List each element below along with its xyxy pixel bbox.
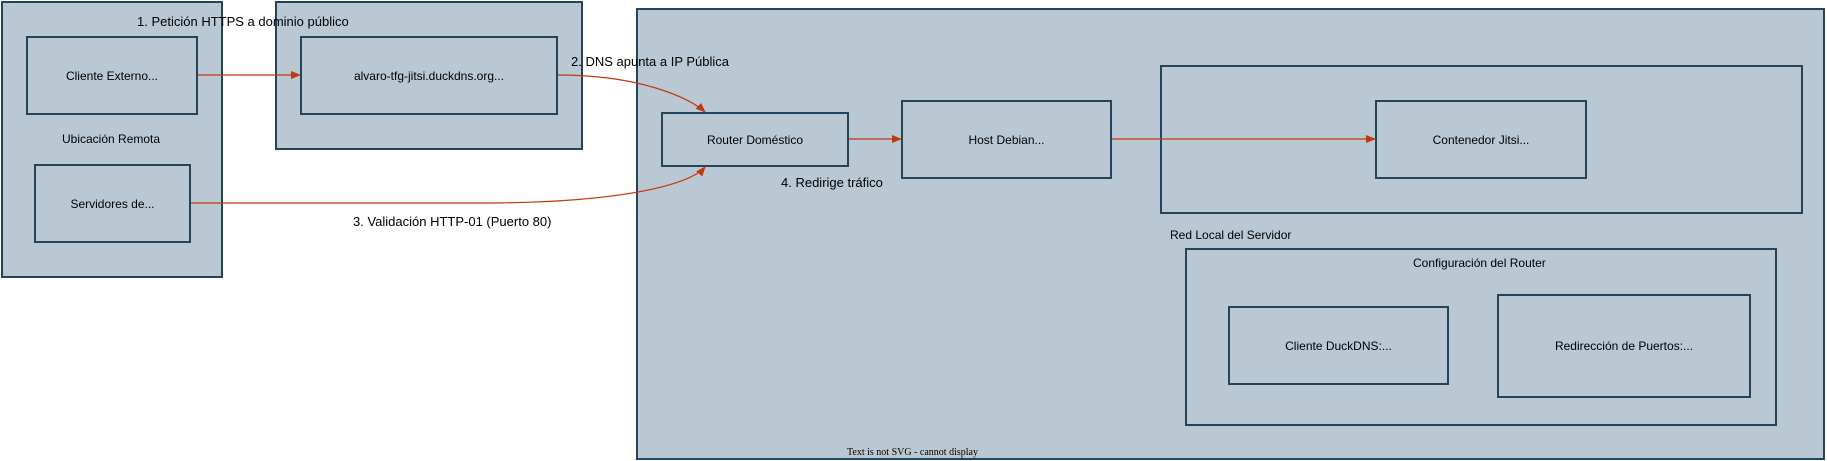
svg-fallback-note: Text is not SVG - cannot display bbox=[847, 447, 978, 458]
edge-servers-to-router[interactable] bbox=[191, 166, 706, 204]
domain-node[interactable]: alvaro-tfg-jitsi.duckdns.org... bbox=[300, 36, 558, 115]
duckdns-client-node[interactable]: Cliente DuckDNS:... bbox=[1228, 306, 1449, 385]
edge-label-step2: 2. DNS apunta a IP Pública bbox=[571, 54, 730, 69]
edge-label-step4: 4. Redirige tráfico bbox=[781, 175, 883, 190]
servers-node[interactable]: Servidores de... bbox=[34, 164, 191, 243]
jitsi-container-node[interactable]: Contenedor Jitsi... bbox=[1375, 100, 1587, 179]
port-forwarding-node[interactable]: Redirección de Puertos:... bbox=[1497, 294, 1751, 398]
external-client-node[interactable]: Cliente Externo... bbox=[26, 36, 198, 115]
router-config-label: Configuración del Router bbox=[1413, 256, 1546, 270]
remote-location-label: Ubicación Remota bbox=[62, 132, 161, 146]
home-router-node[interactable]: Router Doméstico bbox=[661, 112, 849, 167]
edge-label-step3: 3. Validación HTTP-01 (Puerto 80) bbox=[353, 214, 552, 229]
edge-label-step1: 1. Petición HTTPS a dominio público bbox=[137, 14, 349, 29]
edge-domain-to-router[interactable] bbox=[557, 74, 706, 113]
debian-host-node[interactable]: Host Debian... bbox=[901, 100, 1112, 179]
local-network-label: Red Local del Servidor bbox=[1170, 228, 1292, 242]
